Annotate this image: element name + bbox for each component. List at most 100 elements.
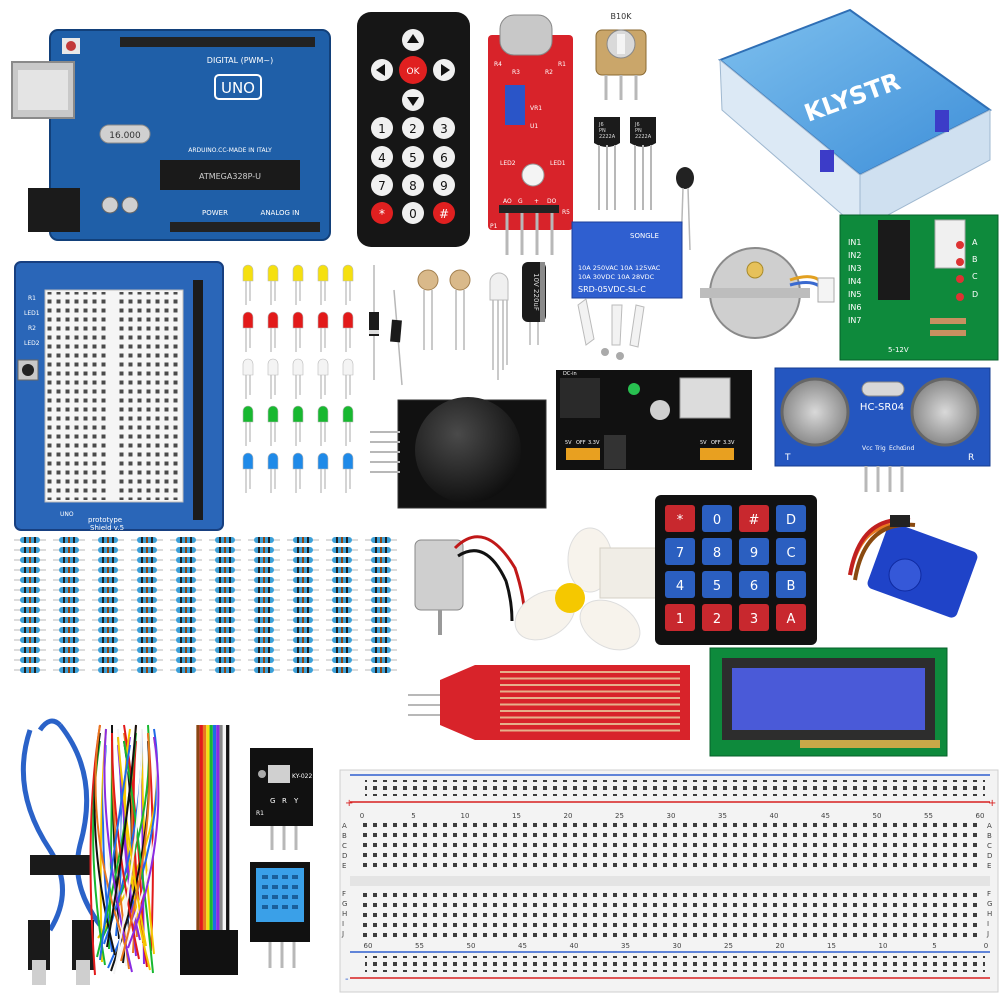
keypad-key: 1	[665, 604, 695, 631]
resistor	[287, 557, 319, 563]
resistor	[53, 597, 85, 603]
led-yellow	[317, 264, 329, 305]
resistor	[53, 657, 85, 663]
svg-text:G: G	[518, 198, 523, 205]
resistor	[326, 557, 358, 563]
led-green	[342, 405, 354, 446]
led-green	[317, 405, 329, 446]
svg-text:25: 25	[724, 942, 733, 950]
resistor	[209, 597, 241, 603]
led-grid	[242, 264, 354, 493]
chip-label: ATMEGA328P-U	[199, 172, 261, 181]
resistor	[170, 577, 202, 583]
resistor	[326, 567, 358, 573]
resistor	[14, 637, 46, 643]
ok-button	[399, 56, 427, 84]
led-yellow	[242, 264, 254, 305]
resistor	[131, 567, 163, 573]
led-green	[242, 405, 254, 446]
svg-text:60: 60	[976, 812, 985, 820]
joystick-knob	[415, 397, 521, 503]
resistor	[14, 567, 46, 573]
resistor	[170, 537, 202, 543]
resistor	[14, 577, 46, 583]
svg-text:5V: 5V	[565, 440, 572, 446]
lcd-display	[709, 647, 948, 757]
resistor	[14, 657, 46, 663]
svg-text:VR1: VR1	[530, 105, 542, 112]
led-green	[267, 405, 279, 446]
svg-text:2: 2	[409, 122, 417, 136]
svg-text:G: G	[342, 900, 347, 908]
svg-text:10: 10	[879, 942, 888, 950]
resistor	[14, 647, 46, 653]
svg-text:B10K: B10K	[611, 12, 633, 21]
resistor	[248, 667, 280, 673]
svg-text:LED1: LED1	[550, 160, 566, 167]
resistor	[131, 657, 163, 663]
svg-text:G: G	[987, 900, 992, 908]
resistor	[92, 597, 124, 603]
resistor	[14, 587, 46, 593]
svg-text:prototype: prototype	[88, 516, 122, 524]
svg-text:55: 55	[924, 812, 933, 820]
crystal-label: 16.000	[109, 131, 141, 141]
svg-text:OK: OK	[407, 67, 421, 77]
resistor	[170, 647, 202, 653]
resistor	[209, 537, 241, 543]
resistor	[209, 627, 241, 633]
water-level-sensor	[408, 665, 690, 740]
resistor	[53, 557, 85, 563]
resistor	[248, 647, 280, 653]
svg-text:UNO: UNO	[60, 511, 74, 518]
svg-text:8: 8	[713, 546, 721, 561]
svg-text:J6: J6	[634, 122, 640, 128]
svg-text:OFF: OFF	[711, 440, 721, 446]
resistor	[209, 577, 241, 583]
svg-text:DO: DO	[547, 198, 557, 205]
resistor	[326, 597, 358, 603]
resistor	[287, 627, 319, 633]
resistor-grid	[14, 537, 397, 673]
resistor	[170, 607, 202, 613]
svg-text:H: H	[987, 910, 992, 918]
resistor	[53, 537, 85, 543]
svg-text:D: D	[342, 852, 347, 860]
resistor	[287, 667, 319, 673]
resistor	[287, 567, 319, 573]
analog-label: ANALOG IN	[261, 209, 300, 217]
resistor	[248, 567, 280, 573]
svg-text:Gnd: Gnd	[902, 445, 914, 452]
svg-text:R4: R4	[494, 61, 502, 68]
svg-text:Trig: Trig	[874, 445, 886, 452]
svg-text:F: F	[987, 890, 991, 898]
resistor	[326, 647, 358, 653]
resistor	[14, 627, 46, 633]
resistor	[53, 647, 85, 653]
svg-text:D: D	[786, 513, 796, 528]
svg-text:35: 35	[718, 812, 727, 820]
led-red	[267, 311, 279, 352]
svg-text:-: -	[345, 974, 349, 985]
svg-text:B: B	[987, 832, 992, 840]
led-green	[292, 405, 304, 446]
svg-text:1: 1	[378, 122, 386, 136]
svg-text:50: 50	[467, 942, 476, 950]
svg-text:8: 8	[409, 179, 417, 193]
relay-module: SONGLE 10A 250VAC 10A 125VAC 10A 30VDC 1…	[571, 221, 683, 299]
resistor	[131, 537, 163, 543]
svg-text:IN5: IN5	[848, 290, 861, 299]
svg-text:U1: U1	[530, 123, 538, 130]
resistor	[365, 657, 397, 663]
svg-text:3.3V: 3.3V	[723, 440, 735, 446]
resistor	[131, 647, 163, 653]
resistor	[170, 667, 202, 673]
svg-text:C: C	[972, 272, 978, 281]
resistor	[53, 627, 85, 633]
svg-text:25: 25	[615, 812, 624, 820]
keypad-key: 7	[665, 538, 695, 565]
led-red	[317, 311, 329, 352]
svg-text:H: H	[342, 910, 347, 918]
